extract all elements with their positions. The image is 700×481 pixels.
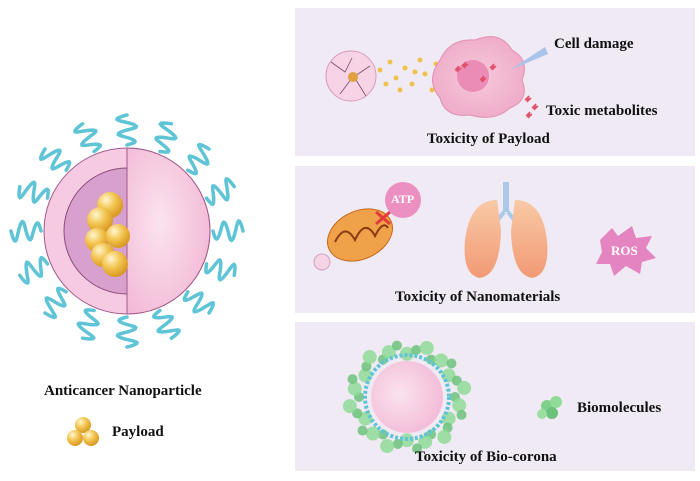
biomolecule — [358, 411, 373, 426]
bolt-icon — [461, 61, 469, 69]
bio-corona-nanoparticle — [342, 340, 472, 454]
payload-particle — [383, 81, 389, 87]
polymer-chain — [152, 308, 181, 340]
payload-particle — [393, 75, 399, 81]
cell-damage-label: Cell damage — [554, 36, 634, 52]
ruptured-nanoparticle — [325, 50, 377, 102]
released-payload-particles — [377, 57, 439, 93]
payload-cluster — [85, 192, 130, 277]
nanoparticle — [43, 147, 211, 315]
bolt-icon — [489, 63, 497, 71]
payload-particle — [402, 65, 408, 71]
biomolecule — [441, 411, 456, 426]
payload-particle — [422, 71, 428, 77]
polymer-layer — [363, 353, 451, 441]
biomolecule — [441, 368, 456, 383]
biomolecule — [347, 381, 362, 396]
bolt-icon — [454, 65, 462, 73]
payload-particle — [417, 57, 423, 63]
bolt-icon — [525, 111, 533, 119]
toxic-metabolites-label: Toxic metabolites — [546, 103, 658, 119]
biomolecule — [362, 350, 377, 365]
polymer-chain — [115, 315, 140, 349]
biomolecule — [381, 345, 396, 360]
biomolecule — [452, 398, 467, 413]
biomolecule — [365, 426, 380, 441]
polymer-chain — [17, 180, 50, 205]
payload-particle — [429, 87, 435, 93]
payload-particle — [412, 69, 418, 75]
atp-label: ATP — [391, 192, 415, 206]
payload-particle — [377, 67, 383, 73]
nanoparticle-core — [371, 361, 443, 433]
biocorona-panel-title: Toxicity of Bio-corona — [415, 449, 557, 465]
biomolecule — [392, 438, 403, 449]
biomolecules-label: Biomolecules — [577, 400, 662, 416]
polymer-chain — [76, 308, 101, 341]
polymer-chain — [73, 122, 102, 154]
polymer-chain — [38, 147, 72, 172]
nanoparticle-title: Anticancer Nanoparticle — [44, 383, 202, 399]
biomolecule — [412, 443, 423, 454]
bolt-icon — [479, 75, 487, 83]
biomolecule — [411, 345, 422, 356]
biomolecule — [434, 353, 449, 368]
biomolecule — [342, 399, 357, 414]
payload-particle — [387, 59, 393, 65]
bolt-icon — [531, 103, 539, 111]
damaged-cell — [432, 36, 548, 118]
payload-legend-icon — [67, 417, 99, 446]
biomolecule — [437, 429, 452, 444]
payload-legend-label: Payload — [112, 424, 164, 440]
polymer-chain — [114, 113, 139, 147]
polymer-chain — [43, 286, 68, 320]
polymer-chain — [153, 121, 178, 154]
polymer-chain — [18, 256, 50, 285]
biomolecule — [457, 380, 472, 395]
nanomaterials-panel-title: Toxicity of Nanomaterials — [395, 289, 561, 305]
polymer-chain — [182, 290, 216, 315]
polymer-chain — [204, 177, 236, 206]
bolt-icon — [524, 95, 532, 103]
toxic-metabolite-icons — [454, 61, 539, 119]
polymer-chain — [211, 218, 245, 243]
polymer-chain — [9, 219, 43, 244]
biomolecule — [391, 340, 402, 351]
polymer-chain — [186, 142, 211, 176]
polymer-chain — [204, 257, 237, 282]
biomolecule — [419, 340, 434, 355]
biomolecule-icon — [537, 396, 562, 419]
biomolecule — [347, 374, 358, 385]
ros-label: ROS — [611, 243, 638, 258]
lungs — [464, 182, 548, 278]
payload-particle — [397, 87, 403, 93]
polymer-chains — [9, 113, 245, 349]
biomolecule — [357, 425, 368, 436]
ros-burst — [596, 226, 656, 276]
biomolecule — [380, 439, 395, 454]
payload-particle — [409, 81, 415, 87]
biomolecule — [456, 409, 467, 420]
biomolecule — [378, 429, 388, 440]
payload-panel-title: Toxicity of Payload — [427, 131, 550, 147]
biomolecule — [446, 358, 457, 369]
mitochondrion — [313, 182, 421, 271]
